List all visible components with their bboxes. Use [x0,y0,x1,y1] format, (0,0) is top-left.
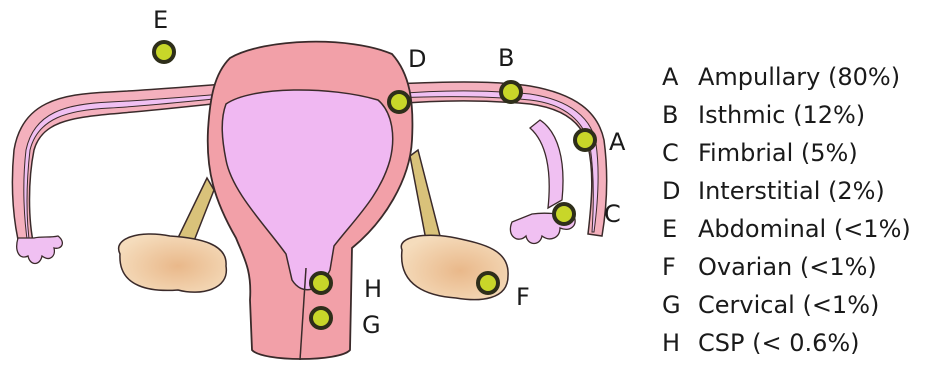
marker-b: B [498,44,521,102]
marker-d-label: D [408,45,426,73]
left-fimbriae [17,236,63,264]
legend-text: Abdominal (<1%) [698,215,911,243]
marker-g-label: G [362,311,381,339]
legend-key: B [662,96,698,134]
legend-key: F [662,248,698,286]
legend-key: D [662,172,698,210]
marker-b-label: B [498,44,514,72]
marker-e: E [153,6,174,62]
legend-key: H [662,324,698,362]
legend-text: Ovarian (<1%) [698,253,877,281]
marker-c-label: C [604,200,621,228]
legend-text: Interstitial (2%) [698,177,885,205]
right-ovarian-ligament [410,150,440,240]
marker-a-label: A [609,128,626,156]
left-ovary [119,234,227,292]
legend-text: CSP (< 0.6%) [698,329,860,357]
legend-key: C [662,134,698,172]
marker-e-label: E [153,6,168,34]
legend-key: E [662,210,698,248]
legend-key: G [662,286,698,324]
marker-c: C [554,200,621,228]
legend-text: Cervical (<1%) [698,291,879,319]
legend-text: Ampullary (80%) [698,63,900,91]
legend-key: A [662,58,698,96]
marker-h-label: H [364,275,382,303]
legend-text: Fimbrial (5%) [698,139,858,167]
right-tube-bend [530,120,563,208]
legend-text: Isthmic (12%) [698,101,865,129]
marker-f-label: F [516,283,530,311]
left-ovarian-ligament [176,178,214,246]
uterus-diagram: A B C D E F G H [0,0,660,367]
